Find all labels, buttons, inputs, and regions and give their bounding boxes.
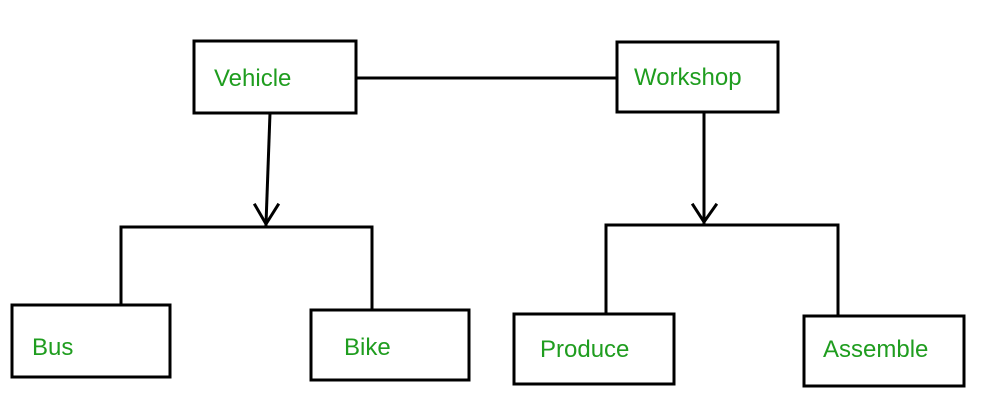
bike-node: Bike — [309, 308, 471, 382]
vehicle-label: Vehicle — [214, 65, 291, 92]
bike-box — [309, 308, 471, 382]
bike-label: Bike — [344, 334, 391, 361]
vehicle-down-arrow-shaft — [264, 111, 272, 226]
produce-node: Produce — [512, 312, 676, 386]
workshop-node: Workshop — [615, 40, 780, 114]
workshop-branch-bracket — [604, 223, 840, 318]
bus-node: Bus — [10, 303, 172, 379]
bus-box — [10, 303, 172, 379]
vehicle-node: Vehicle — [192, 39, 358, 115]
workshop-arrowhead — [690, 202, 719, 225]
bus-label: Bus — [32, 334, 73, 361]
vehicle-branch-bracket — [119, 225, 374, 310]
workshop-box — [615, 40, 780, 114]
produce-box — [512, 312, 676, 386]
workshop-label: Workshop — [634, 64, 742, 91]
assemble-box — [802, 314, 966, 388]
produce-label: Produce — [540, 336, 629, 363]
assemble-label: Assemble — [823, 336, 928, 363]
vehicle-arrowhead — [252, 202, 281, 227]
vehicle-box — [192, 39, 358, 115]
assemble-node: Assemble — [802, 314, 966, 388]
